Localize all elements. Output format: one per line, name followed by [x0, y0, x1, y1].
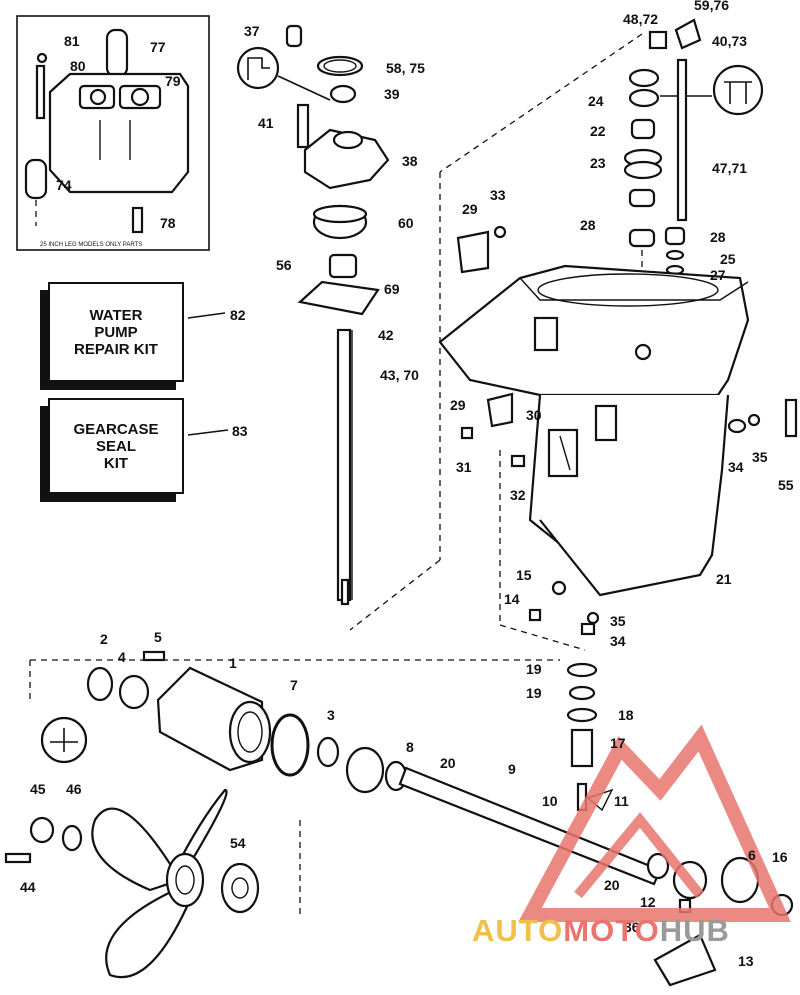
- watermark-logo: [518, 724, 791, 922]
- label-9: 9: [508, 761, 516, 777]
- label-5: 5: [154, 629, 162, 645]
- label-35: 35: [752, 449, 768, 465]
- watermark-text: AUTOMOTOHUB: [472, 913, 730, 949]
- label-13: 13: [738, 953, 754, 969]
- label-22: 22: [590, 123, 606, 139]
- label-21: 21: [716, 571, 732, 587]
- label-4: 4: [118, 649, 126, 665]
- label-38: 38: [402, 153, 418, 169]
- label-14: 14: [504, 591, 520, 607]
- label-56: 56: [276, 257, 292, 273]
- propeller: [4, 788, 260, 979]
- label-28-b: 28: [710, 229, 726, 245]
- water-pump-repair-kit-box: WATER PUMP REPAIR KIT: [48, 282, 184, 382]
- label-55: 55: [778, 477, 794, 493]
- label-58-75: 58, 75: [386, 60, 425, 76]
- label-12: 12: [640, 894, 656, 910]
- kits-leads: [187, 312, 229, 436]
- label-74: 74: [56, 177, 72, 193]
- label-78: 78: [160, 215, 176, 231]
- label-10: 10: [542, 793, 558, 809]
- watermark-part-1: AUTO: [472, 913, 564, 948]
- label-8: 8: [406, 739, 414, 755]
- label-40-73: 40,73: [712, 33, 747, 49]
- label-54: 54: [230, 835, 246, 851]
- label-82: 82: [230, 307, 246, 323]
- label-37: 37: [244, 23, 260, 39]
- label-35-b: 35: [610, 613, 626, 629]
- label-6: 6: [748, 847, 756, 863]
- label-33: 33: [490, 187, 506, 203]
- label-28: 28: [580, 217, 596, 233]
- label-16: 16: [772, 849, 788, 865]
- watermark-part-3: HUB: [659, 913, 730, 948]
- label-69: 69: [384, 281, 400, 297]
- label-48-72: 48,72: [623, 11, 658, 27]
- propeller-shaft-parts: [29, 650, 794, 987]
- label-42: 42: [378, 327, 394, 343]
- label-7: 7: [290, 677, 298, 693]
- label-27: 27: [710, 267, 726, 283]
- label-19: 19: [526, 661, 542, 677]
- label-3: 3: [327, 707, 335, 723]
- label-19-b: 19: [526, 685, 542, 701]
- label-25: 25: [720, 251, 736, 267]
- label-81: 81: [64, 33, 80, 49]
- label-34-b: 34: [610, 633, 626, 649]
- label-44: 44: [20, 879, 36, 895]
- label-34: 34: [728, 459, 744, 475]
- label-36: 36: [624, 919, 640, 935]
- label-29-b: 29: [450, 397, 466, 413]
- label-24: 24: [588, 93, 604, 109]
- label-32: 32: [510, 487, 526, 503]
- label-41: 41: [258, 115, 274, 131]
- shift-rod-parts: [439, 18, 764, 280]
- label-15: 15: [516, 567, 532, 583]
- label-1: 1: [229, 655, 237, 671]
- label-39: 39: [384, 86, 400, 102]
- label-11: 11: [614, 793, 629, 809]
- label-59-76: 59,76: [694, 0, 729, 13]
- watermark-part-2: MOTO: [563, 913, 660, 948]
- label-60: 60: [398, 215, 414, 231]
- label-17: 17: [610, 735, 626, 751]
- label-77: 77: [150, 39, 166, 55]
- label-43-70: 43, 70: [380, 367, 419, 383]
- gearcase-seal-kit-box: GEARCASE SEAL KIT: [48, 398, 184, 494]
- label-18: 18: [618, 707, 634, 723]
- label-2: 2: [100, 631, 108, 647]
- label-23: 23: [590, 155, 606, 171]
- water-pump-parts: [236, 24, 441, 631]
- label-46: 46: [66, 781, 82, 797]
- inset-panel: 25 INCH LEG MODELS ONLY PARTS: [16, 15, 210, 251]
- label-47-71: 47,71: [712, 160, 747, 176]
- part-labels: 81 80 77 79 74 78 82 83 37 58, 75 39 41 …: [20, 0, 794, 969]
- label-30: 30: [526, 407, 542, 423]
- label-83: 83: [232, 423, 248, 439]
- label-80: 80: [70, 58, 86, 74]
- label-31: 31: [456, 459, 472, 475]
- label-20: 20: [440, 755, 456, 771]
- inset-note: 25 INCH LEG MODELS ONLY PARTS: [40, 242, 142, 248]
- label-79: 79: [165, 73, 181, 89]
- label-20-b: 20: [604, 877, 620, 893]
- label-29: 29: [462, 201, 478, 217]
- label-45: 45: [30, 781, 46, 797]
- gearcase-housing: [438, 225, 798, 651]
